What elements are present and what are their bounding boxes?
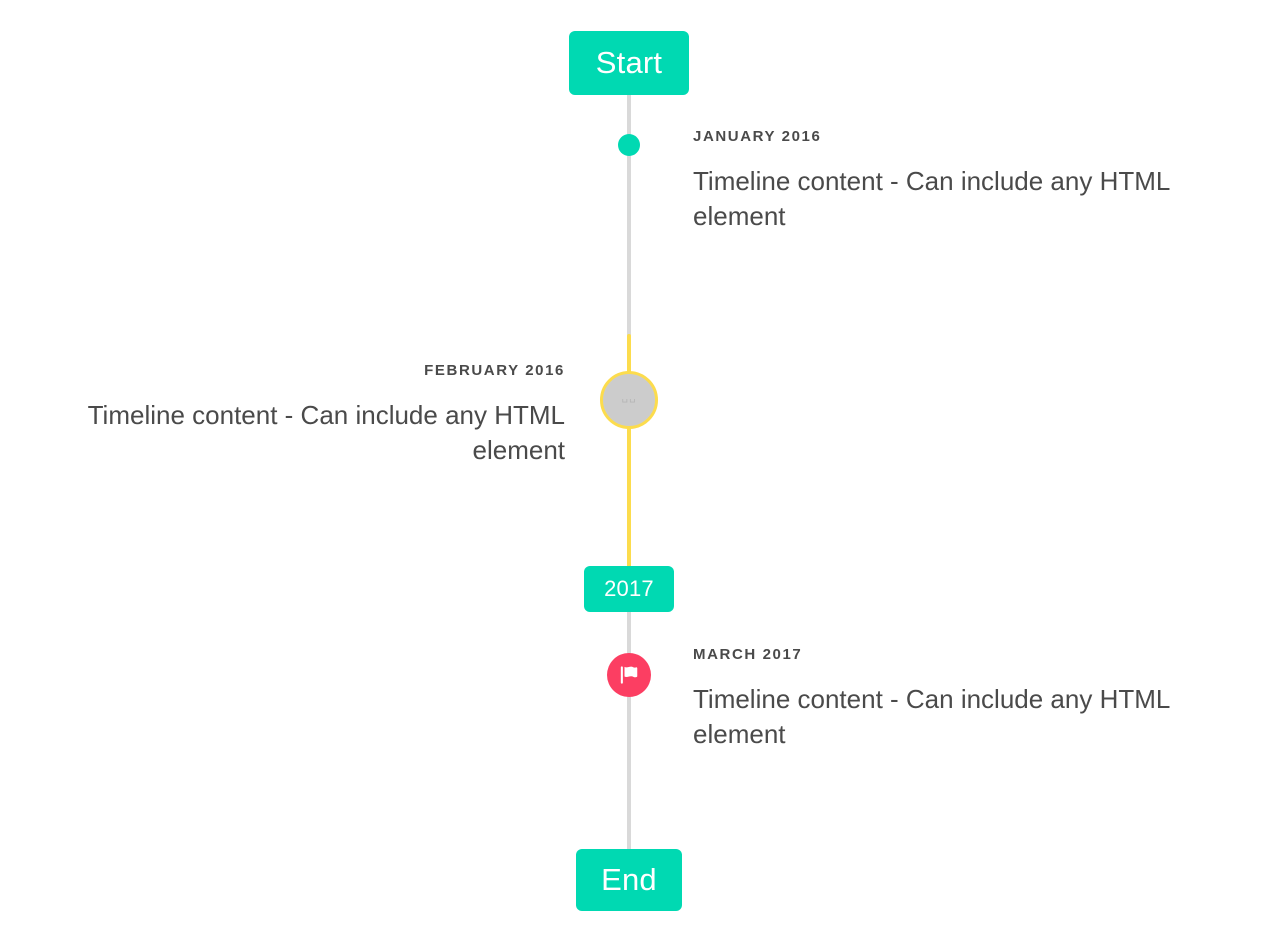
timeline-line-yellow-middle <box>627 334 631 574</box>
flag-icon <box>620 666 638 684</box>
timeline-date-february: February 2016 <box>424 362 565 379</box>
timeline-content-january: January 2016 Timeline content - Can incl… <box>693 128 1223 233</box>
timeline-year-badge-2017[interactable]: 2017 <box>584 566 674 612</box>
timeline-marker-january[interactable] <box>618 134 640 156</box>
timeline-start-badge[interactable]: Start <box>569 31 689 95</box>
timeline-marker-march[interactable] <box>607 653 651 697</box>
timeline-date-march: March 2017 <box>693 646 803 663</box>
timeline-end-label: End <box>601 862 657 897</box>
timeline-body-january: Timeline content - Can include any HTML … <box>693 166 1170 231</box>
timeline-line-gray-upper <box>627 88 631 338</box>
timeline-content-february: February 2016 Timeline content - Can inc… <box>41 362 565 467</box>
timeline-line-gray-lower <box>627 606 631 858</box>
missing-glyph-icon: ␣␣ <box>621 393 637 403</box>
timeline-marker-february[interactable]: ␣␣ <box>600 371 658 429</box>
timeline-body-february: Timeline content - Can include any HTML … <box>87 400 565 465</box>
timeline-date-january: January 2016 <box>693 128 822 145</box>
timeline-content-march: March 2017 Timeline content - Can includ… <box>693 646 1223 751</box>
timeline-end-badge[interactable]: End <box>576 849 682 911</box>
timeline-body-march: Timeline content - Can include any HTML … <box>693 684 1170 749</box>
timeline-year-label: 2017 <box>604 576 654 601</box>
timeline-start-label: Start <box>595 45 663 80</box>
